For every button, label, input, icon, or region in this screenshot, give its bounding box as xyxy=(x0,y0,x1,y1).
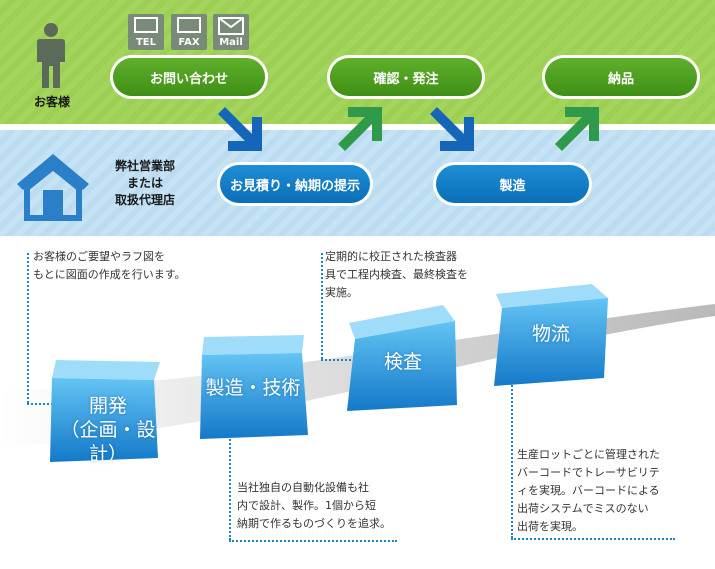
cube-development-label: 開発 （企画・設計） xyxy=(60,395,156,465)
step-inquiry: お問い合わせ xyxy=(113,58,265,96)
cube-manufacturing-label: 製造・技術 xyxy=(205,377,301,399)
connector-line xyxy=(27,403,57,405)
tel-label: TEL xyxy=(135,37,157,48)
arrow-down-icon xyxy=(218,107,262,151)
cube-manufacturing xyxy=(200,335,308,439)
step-quote-and-leadtime: お見積り・納期の提示 xyxy=(220,165,370,203)
connector-line xyxy=(511,338,513,538)
step-manufacturing: 製造 xyxy=(436,165,589,203)
development-description: お客様のご要望やラフ図を もとに図面の作成を行います。 xyxy=(33,250,186,281)
company-label-line: 弊社営業部 xyxy=(114,159,175,173)
connector-line xyxy=(321,359,351,361)
cube-logistics-label: 物流 xyxy=(531,323,570,345)
fax-label: FAX xyxy=(178,37,200,48)
cube-inspection xyxy=(347,305,457,411)
person-icon xyxy=(37,23,65,88)
connector-line xyxy=(229,432,231,540)
fax-icon: FAX xyxy=(171,14,207,50)
connector-line xyxy=(229,540,397,542)
cube-logistics xyxy=(494,284,608,386)
company-label: 弊社営業部 または 取扱代理店 xyxy=(100,158,190,209)
connector-line xyxy=(321,253,323,359)
company-label-line: または xyxy=(126,176,163,190)
step-delivery: 納品 xyxy=(545,58,697,96)
manufacturing-description: 当社独自の自動化設備も社 内で設計、製作。1個から短 納期で作るものづくりを追求… xyxy=(237,481,391,530)
customer-label: お客様 xyxy=(33,95,70,109)
step-order-confirmation: 確認・発注 xyxy=(330,58,482,96)
connector-line xyxy=(511,538,675,540)
mail-label: Mail xyxy=(219,37,243,48)
connector-line xyxy=(27,253,29,403)
arrow-down-icon xyxy=(430,107,474,151)
phone-icon: TEL xyxy=(128,14,164,50)
cube-inspection-label: 検査 xyxy=(383,351,422,373)
company-label-line: 取扱代理店 xyxy=(114,193,175,207)
house-icon xyxy=(17,154,89,221)
arrow-up-icon xyxy=(338,107,382,151)
cube-development xyxy=(50,360,160,462)
logistics-description: 生産ロットごとに管理された バーコードでトレーサビリテ ィを実現。バーコードによ… xyxy=(517,448,660,533)
arrow-up-icon xyxy=(555,107,599,151)
inspection-description: 定期的に校正された検査器 具で工程内検査、最終検査を 実施。 xyxy=(325,250,468,299)
mail-icon: Mail xyxy=(213,14,249,50)
